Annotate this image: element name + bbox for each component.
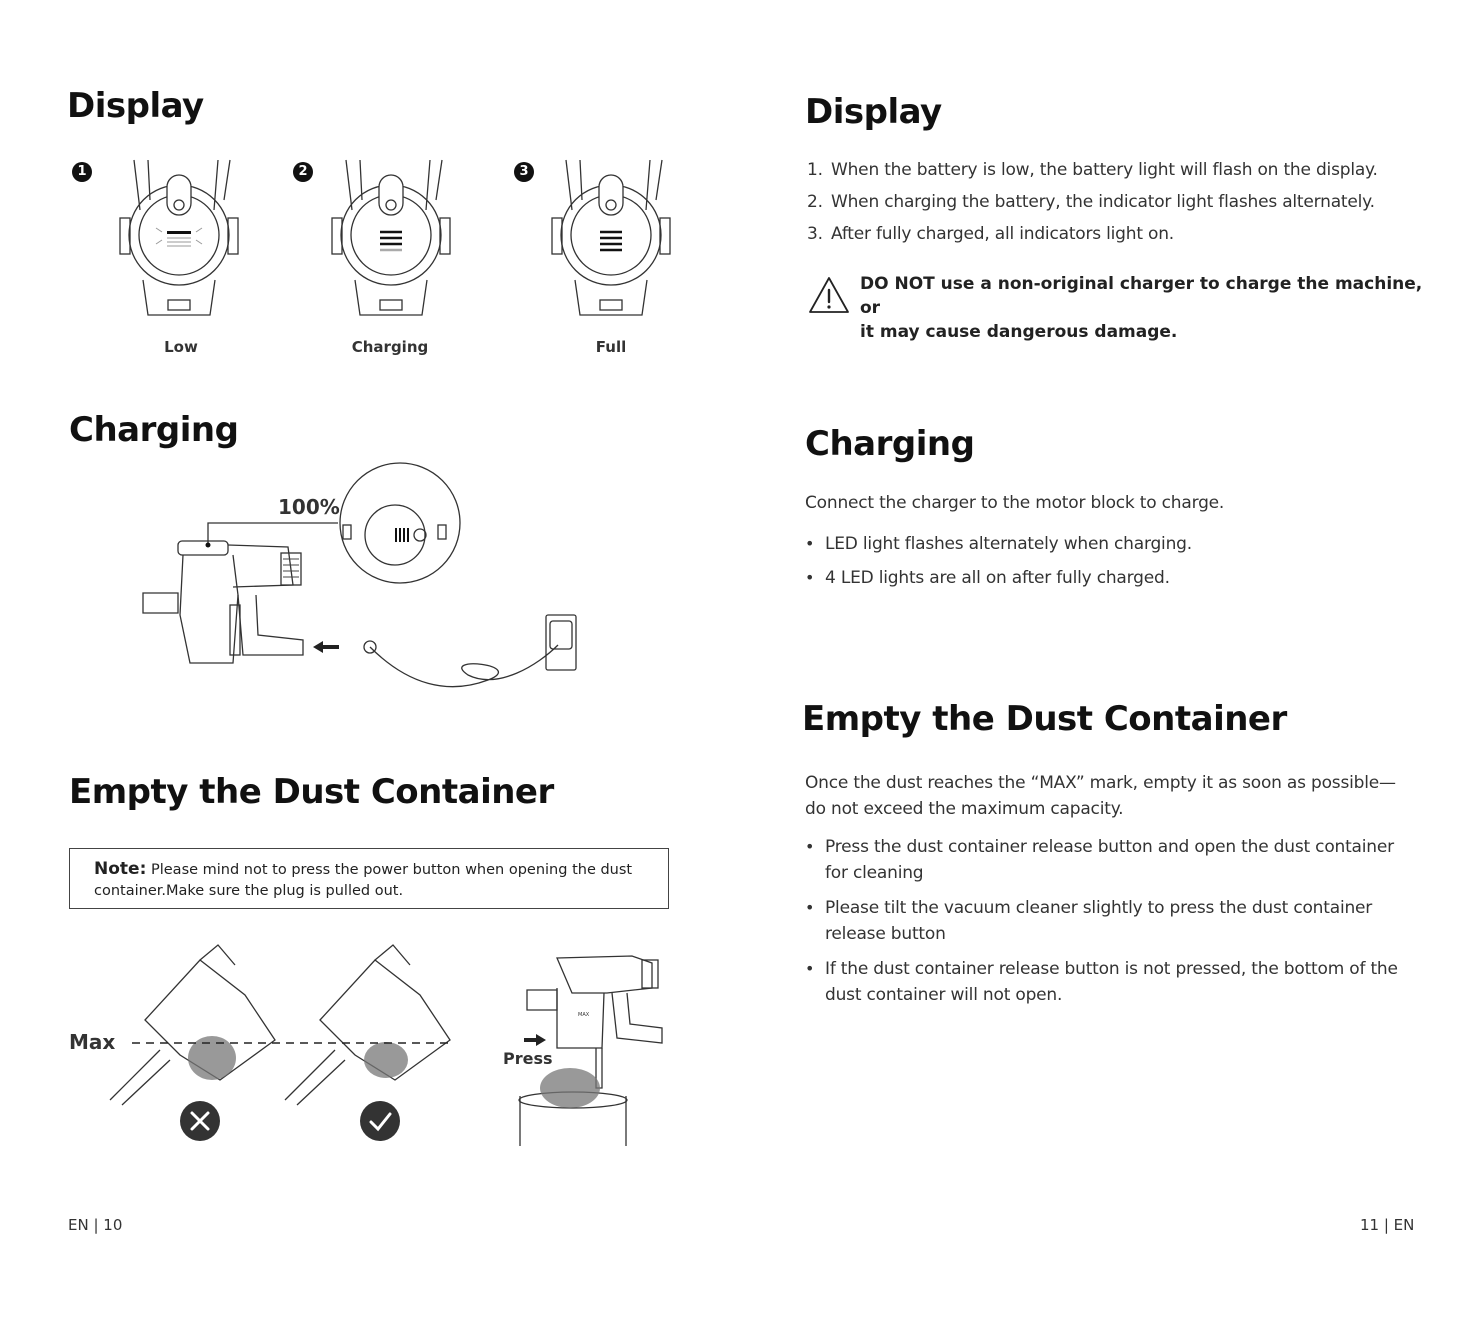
left-charging-heading: Charging [69,410,239,450]
note-label: Note: [94,859,147,879]
warning-triangle-icon [809,277,849,313]
empty-bullet-2: Please tilt the vacuum cleaner slightly … [805,895,1425,947]
max-label: Max [69,1030,116,1054]
left-display-heading: Display [67,86,204,126]
right-footer-page-number: 11 | EN [1360,1216,1415,1234]
display-step-1: 1.When the battery is low, the battery l… [807,160,1378,180]
left-footer-page-number: EN | 10 [68,1216,123,1234]
max-mark-label: MAX [578,1012,590,1018]
charge-percent-label: 100% [278,495,340,519]
charging-intro: Connect the charger to the motor block t… [805,493,1225,513]
note-text-line-1: Please mind not to press the power butto… [146,862,633,878]
step-badge-3: 3 [514,162,534,182]
step-badge-2: 2 [293,162,313,182]
charging-bullet-2: 4 LED lights are all on after fully char… [805,568,1425,588]
check-circle-icon [360,1101,400,1141]
display-full-illustration [551,159,671,316]
display-step-3: 3.After fully charged, all indicators li… [807,224,1174,244]
warning-line-1: DO NOT use a non-original charger to cha… [860,274,1423,318]
charging-illustration [142,462,577,688]
step-badge-1: 1 [72,162,92,182]
note-text-line-2: container.Make sure the plug is pulled o… [94,883,404,899]
dust-level-illustration [109,944,452,1106]
warning-line-2: it may cause dangerous damage. [860,322,1178,342]
display-step-2: 2.When charging the battery, the indicat… [807,192,1375,212]
empty-intro-line-2: do not exceed the maximum capacity. [805,799,1124,819]
empty-bullet-3: If the dust container release button is … [805,956,1425,1008]
left-empty-heading: Empty the Dust Container [69,772,554,812]
charger-warning: DO NOT use a non-original charger to cha… [860,272,1430,344]
empty-bullets: Press the dust container release button … [805,834,1425,1008]
empty-intro: Once the dust reaches the “MAX” mark, em… [805,770,1415,822]
empty-intro-line-1: Once the dust reaches the “MAX” mark, em… [805,773,1396,793]
charging-bullets: LED light flashes alternately when charg… [805,534,1425,588]
right-charging-heading: Charging [805,424,975,464]
caption-full: Full [595,338,627,356]
caption-charging: Charging [351,338,429,356]
cross-circle-icon [180,1101,220,1141]
press-label: Press [503,1049,553,1068]
charging-bullet-1: LED light flashes alternately when charg… [805,534,1425,554]
note-box: Note: Please mind not to press the power… [69,848,669,909]
display-low-illustration [119,159,239,316]
display-charging-illustration [331,159,451,316]
empty-bullet-1: Press the dust container release button … [805,834,1425,886]
display-steps-list: 1.When the battery is low, the battery l… [807,160,1427,256]
press-release-illustration: MAX [518,955,663,1146]
arrow-left-icon [313,641,339,653]
right-display-heading: Display [805,92,942,132]
right-empty-heading: Empty the Dust Container [802,699,1287,739]
caption-low: Low [164,338,198,356]
